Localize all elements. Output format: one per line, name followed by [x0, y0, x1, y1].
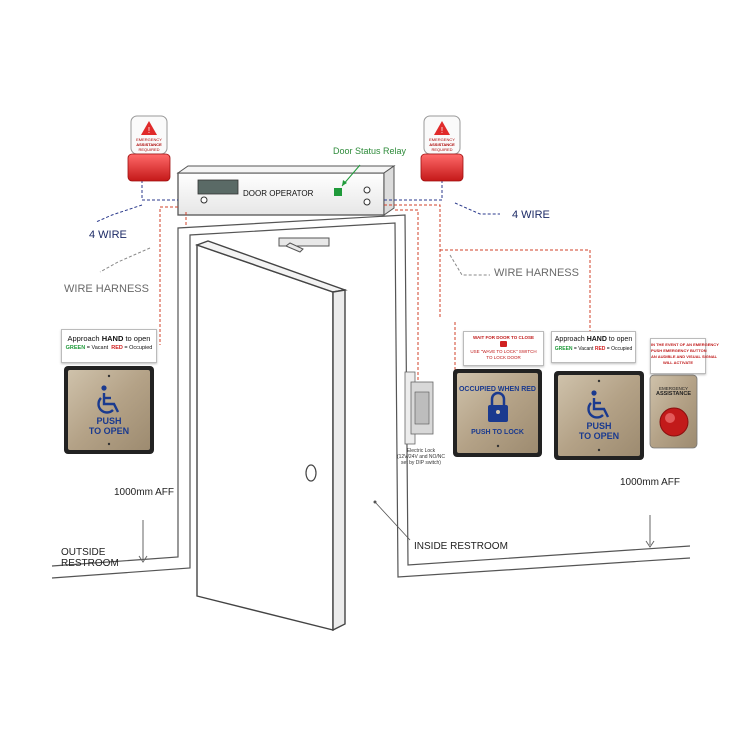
outside-restroom-label-1: OUTSIDE	[61, 547, 106, 558]
emergency-sign-line-1: IN THE EVENT OF AN EMERGENCY	[651, 342, 719, 347]
emergency-sign: IN THE EVENT OF AN EMERGENCY PUSH EMERGE…	[650, 338, 719, 374]
closer-arm	[278, 237, 330, 253]
lock-sign-padlock-icon	[500, 341, 507, 347]
push-plate-left-line-2: TO OPEN	[88, 426, 130, 436]
lock-sign-line-3: TO LOCK DOOR	[486, 355, 521, 360]
strobe-left-line-2: REQUIRED	[138, 147, 160, 152]
operator-terminal-block	[197, 179, 239, 195]
wheelchair-icon-right	[587, 390, 610, 419]
four-wire-label-left: 4 WIRE	[89, 229, 127, 241]
inside-restroom-leader	[374, 501, 411, 541]
door-leaf	[194, 240, 348, 632]
electric-lock-caption: Electric Lock (12V/24V and NO/NC set by …	[392, 448, 450, 466]
strobe-right-line-0: EMERGENCY	[429, 137, 455, 142]
approach-sign-right-line-1: Approach HAND to open	[554, 336, 633, 343]
lock-sign-line-2: USE "WAVE TO LOCK" SWITCH	[470, 349, 537, 354]
strobe-text-right: EMERGENCY ASSISTANCE REQUIRED	[425, 137, 459, 152]
door-operator	[176, 165, 396, 216]
outside-restroom-label-2: RESTROOM	[61, 558, 119, 569]
wire-harness-label-right: WIRE HARNESS	[494, 267, 579, 279]
height-markers	[138, 515, 655, 563]
height-label-left: 1000mm AFF	[114, 487, 175, 498]
four-wire-label-right: 4 WIRE	[512, 209, 550, 221]
push-plate-right-line-1: PUSH	[586, 421, 612, 431]
height-label-right: 1000mm AFF	[620, 477, 681, 488]
approach-sign-right: Approach HAND to open GREEN = Vacant RED…	[551, 331, 636, 363]
strobe-left-line-1: ASSISTANCE	[136, 142, 162, 147]
door-status-relay-label: Door Status Relay	[333, 146, 407, 156]
strobe-right-line-2: REQUIRED	[431, 147, 453, 152]
electric-lock-caption-line-3: set by DIP switch)	[401, 460, 441, 466]
push-plate-left-line-1: PUSH	[96, 416, 122, 426]
strobe-text-left: EMERGENCY ASSISTANCE REQUIRED	[132, 137, 166, 152]
door-knob	[305, 464, 317, 482]
emergency-sign-line-4: WILL ACTIVATE	[662, 360, 694, 365]
approach-sign-left: Approach HAND to open GREEN = Vacant RED…	[61, 329, 157, 363]
svg-text:!: !	[148, 126, 150, 135]
wall-outline	[51, 214, 691, 579]
wires-four-wire	[95, 180, 500, 223]
emergency-sign-line-3: AN AUDIBLE AND VISUAL SIGNAL	[651, 354, 718, 359]
strobe-light-right: !	[420, 115, 464, 182]
electric-lock	[404, 371, 434, 445]
door-status-relay-icon	[334, 188, 342, 196]
lock-plate	[453, 369, 542, 457]
push-plate-left	[64, 366, 154, 454]
wire-harness-lines	[159, 204, 591, 380]
svg-text:!: !	[441, 126, 443, 135]
wire-harness-label-left: WIRE HARNESS	[64, 283, 149, 295]
strobe-right-line-1: ASSISTANCE	[429, 142, 455, 147]
emergency-button-line-2: ASSISTANCE	[655, 390, 692, 397]
approach-sign-right-line-2: GREEN = Vacant RED = Occupied	[554, 346, 633, 352]
approach-sign-left-line-2: GREEN = Vacant RED = Occupied	[65, 345, 153, 351]
lock-plate-text-bottom: PUSH TO LOCK	[471, 429, 524, 436]
emergency-button-text: EMERGENCY ASSISTANCE	[650, 386, 697, 397]
emergency-button	[649, 374, 698, 449]
lock-plate-text-top: OCCUPIED WHEN RED	[458, 386, 536, 393]
electric-lock-caption-line-1: Electric Lock	[406, 448, 436, 454]
door-operator-label: DOOR OPERATOR	[243, 189, 314, 198]
wheelchair-icon-left	[97, 385, 120, 414]
approach-sign-left-line-1: Approach HAND to open	[67, 334, 151, 343]
lock-sign: WAIT FOR DOOR TO CLOSE USE "WAVE TO LOCK…	[463, 331, 544, 366]
strobe-light-left: !	[127, 115, 171, 182]
push-plate-right-text: PUSH TO OPEN	[558, 421, 640, 441]
electric-lock-caption-line-2: (12V/24V and NO/NC	[396, 454, 446, 460]
push-plate-right-line-2: TO OPEN	[578, 431, 620, 441]
push-plate-left-text: PUSH TO OPEN	[68, 416, 150, 436]
strobe-left-line-0: EMERGENCY	[136, 137, 162, 142]
wire-harness-leaders	[99, 247, 490, 276]
inside-restroom-label: INSIDE RESTROOM	[414, 541, 508, 552]
push-plate-right	[554, 371, 644, 460]
emergency-button-line-1: EMERGENCY	[658, 386, 688, 391]
emergency-sign-line-2: PUSH EMERGENCY BUTTON	[651, 348, 707, 353]
lock-sign-line-1: WAIT FOR DOOR TO CLOSE	[473, 335, 534, 340]
